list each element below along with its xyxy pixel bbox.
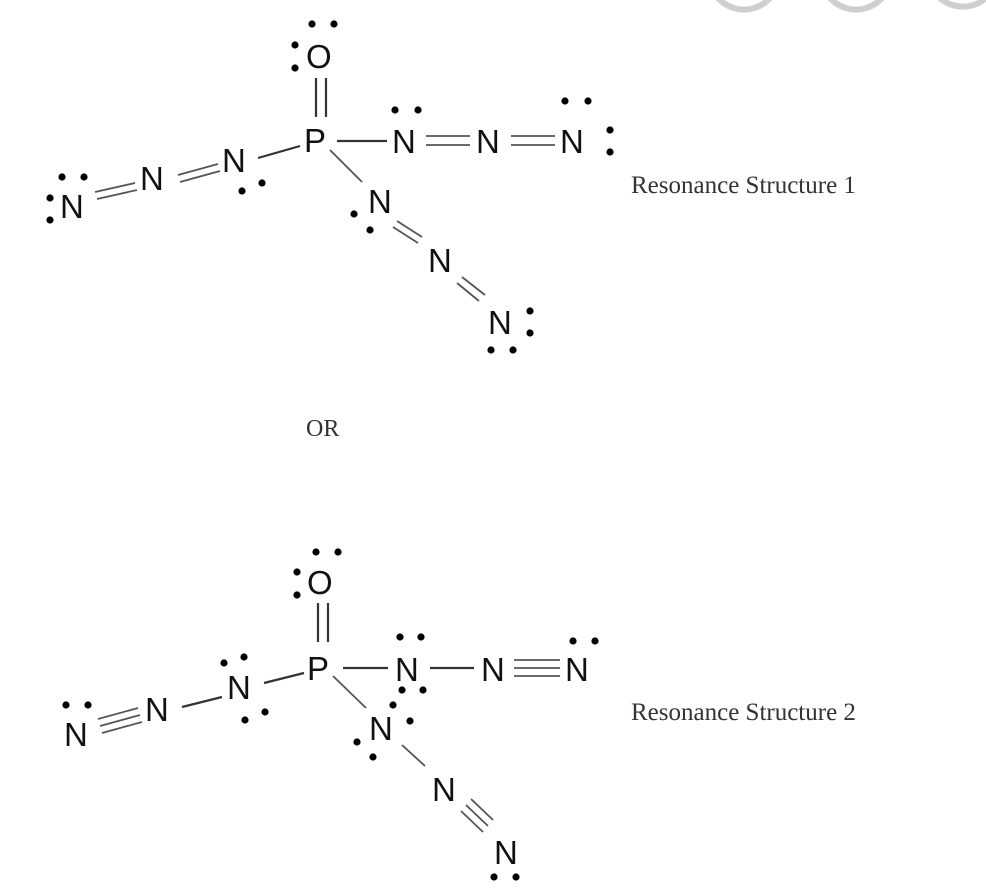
lone-pair-dot	[509, 346, 517, 354]
lone-pair-dot	[369, 753, 377, 761]
structure-label-2: Resonance Structure 2	[631, 699, 856, 726]
lone-pair-dot	[80, 173, 88, 181]
bond-na1-na2-b	[179, 170, 221, 183]
lone-pair-dot	[84, 701, 92, 709]
lone-pair-dot	[62, 701, 70, 709]
bond-na1-na2	[181, 695, 223, 709]
cropped-circles-decoration	[715, 0, 986, 13]
bond-na2-na3-c	[101, 721, 143, 734]
atom-nitrogen-b1: N	[392, 123, 416, 160]
lone-pair-dot	[58, 173, 66, 181]
lone-pair-dot	[334, 548, 342, 556]
atom-oxygen: O	[307, 564, 333, 601]
cropped-circle	[715, 0, 773, 13]
bond-nc1-nc2-b	[392, 226, 419, 244]
bond-na2-na3-a	[97, 707, 139, 720]
lone-pairs-structure-2	[62, 548, 599, 881]
atom-nitrogen-b1: N	[395, 651, 419, 688]
lone-pair-dot	[366, 226, 374, 234]
lone-pair-dot	[291, 41, 299, 49]
lone-pair-dot	[606, 126, 614, 134]
cropped-circle	[938, 0, 986, 10]
structure-label-1: Resonance Structure 1	[631, 172, 856, 199]
cropped-circle	[827, 0, 885, 13]
lone-pair-dot	[261, 708, 269, 716]
atom-nitrogen-b2: N	[481, 651, 505, 688]
atom-nitrogen-a3: N	[64, 716, 88, 753]
bond-na2-na3-b	[96, 189, 138, 200]
atom-oxygen: O	[306, 38, 332, 75]
lone-pair-dot	[238, 187, 246, 195]
lone-pair-dot	[417, 633, 425, 641]
lone-pair-dot	[353, 738, 361, 746]
lone-pair-dot	[414, 106, 422, 114]
bond-na2-na3-a	[94, 182, 136, 193]
resonance-structure-1: O P N N N N N N N N N	[46, 20, 856, 354]
bond-nc2-nc3-a	[470, 798, 494, 821]
atom-nitrogen-b3: N	[565, 651, 589, 688]
lone-pair-dot	[389, 701, 397, 709]
lone-pair-dot	[330, 20, 338, 28]
lone-pairs-structure-1	[46, 20, 614, 354]
lone-pair-dot	[419, 686, 427, 694]
atom-nitrogen-c1: N	[368, 183, 392, 220]
lone-pair-dot	[569, 637, 577, 645]
lone-pair-dot	[487, 346, 495, 354]
lone-pair-dot	[46, 194, 54, 202]
atom-nitrogen-c2: N	[428, 242, 452, 279]
lone-pair-dot	[312, 548, 320, 556]
atom-nitrogen-b2: N	[476, 123, 500, 160]
lone-pair-dot	[490, 873, 498, 881]
lone-pair-dot	[561, 97, 569, 105]
lone-pair-dot	[606, 148, 614, 156]
bonds-structure-1	[94, 78, 555, 302]
bond-nc1-nc2-a	[396, 220, 423, 238]
lone-pair-dot	[584, 97, 592, 105]
atom-nitrogen-c3: N	[488, 304, 512, 341]
bond-na2-na3-b	[99, 714, 141, 727]
atom-phosphorus: P	[304, 122, 326, 159]
lone-pair-dot	[291, 64, 299, 72]
resonance-structure-2: O P N N N N N N N N N	[62, 548, 856, 881]
atom-nitrogen-a2: N	[140, 160, 164, 197]
lone-pair-dot	[241, 716, 249, 724]
lone-pair-dot	[350, 210, 358, 218]
bond-nc1-nc2	[401, 744, 426, 767]
atom-nitrogen-b3: N	[560, 123, 584, 160]
atom-nitrogen-a1: N	[227, 669, 251, 706]
lone-pair-dot	[46, 216, 54, 224]
lone-pair-dot	[258, 179, 266, 187]
bond-na1-na2-a	[177, 163, 219, 176]
bond-p-nc1	[332, 675, 367, 709]
lone-pair-dot	[406, 717, 414, 725]
bond-p-na1	[263, 671, 305, 685]
lone-pair-dot	[308, 20, 316, 28]
or-separator: OR	[306, 416, 339, 442]
bonds-structure-2	[97, 603, 560, 833]
atom-nitrogen-c1: N	[369, 710, 393, 747]
atom-nitrogen-c2: N	[432, 771, 456, 808]
lone-pair-dot	[526, 307, 534, 315]
lone-pair-dot	[220, 659, 228, 667]
atom-nitrogen-c3: N	[494, 834, 518, 871]
lone-pair-dot	[396, 633, 404, 641]
lone-pair-dot	[591, 637, 599, 645]
bond-p-nc1	[329, 149, 363, 183]
bond-p-na1	[257, 144, 301, 160]
lone-pair-dot	[293, 568, 301, 576]
bond-nc2-nc3-c	[460, 810, 484, 833]
lone-pair-dot	[293, 591, 301, 599]
atom-nitrogen-a2: N	[145, 691, 169, 728]
atom-phosphorus: P	[307, 650, 329, 687]
bond-nc2-nc3-b	[465, 804, 489, 827]
lone-pair-dot	[398, 686, 406, 694]
lone-pair-dot	[526, 329, 534, 337]
atom-nitrogen-a3: N	[60, 188, 84, 225]
atom-nitrogen-a1: N	[222, 142, 246, 179]
lone-pair-dot	[512, 873, 520, 881]
lone-pair-dot	[240, 653, 248, 661]
lone-pair-dot	[391, 106, 399, 114]
bond-nc2-nc3-a	[461, 276, 486, 296]
bond-nc2-nc3-b	[456, 282, 480, 302]
